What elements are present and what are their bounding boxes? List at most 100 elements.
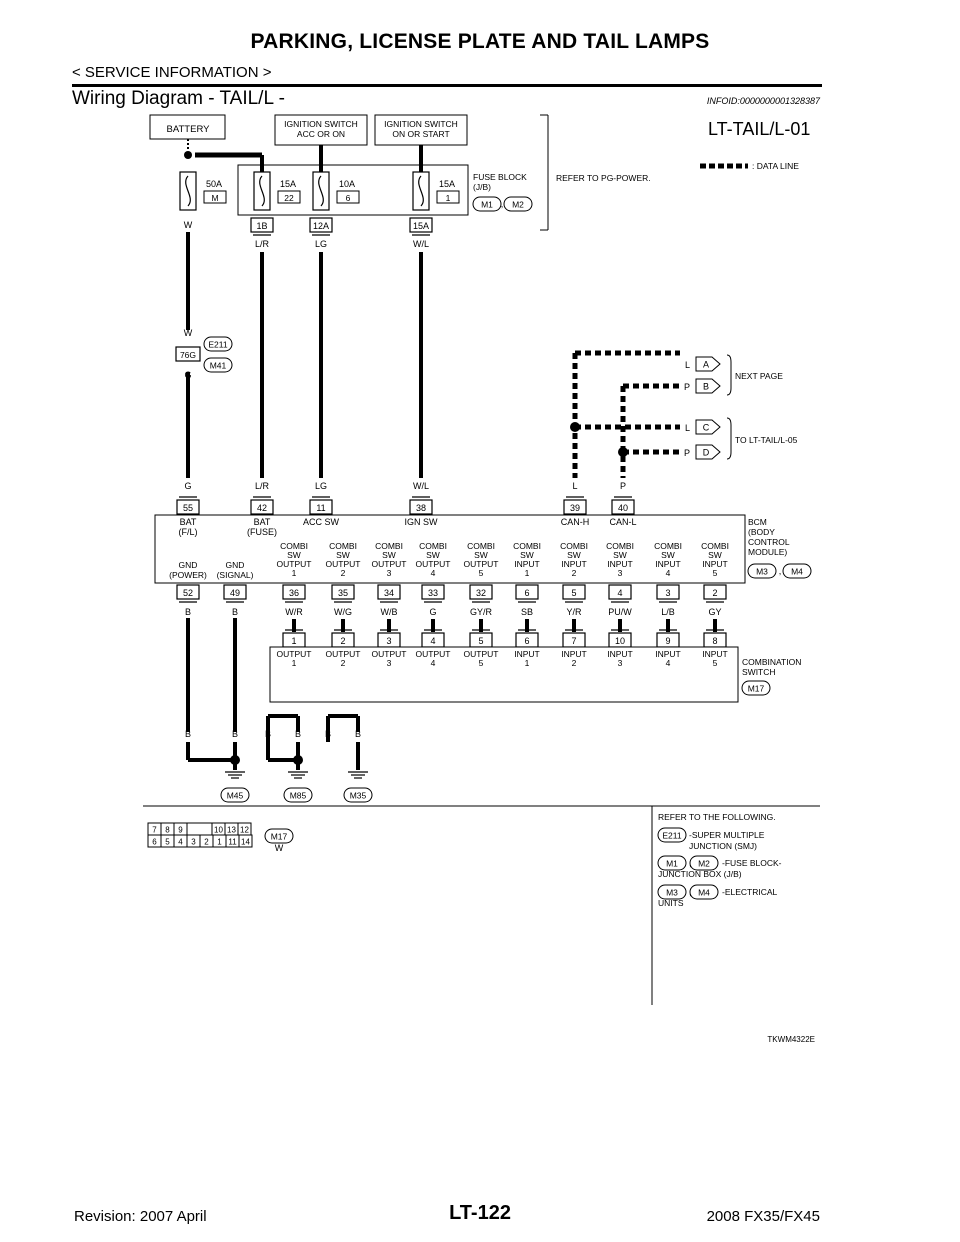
info-id: INFOID:0000000001328387 <box>706 96 820 106</box>
bcm-bottom-terminal <box>176 584 200 600</box>
connector-m17-face <box>264 828 294 844</box>
arrow-tag <box>695 419 721 435</box>
fuse-id-box <box>336 190 360 204</box>
fuse-element <box>418 175 424 207</box>
bcm-combi-label: SW <box>520 550 534 560</box>
to-tail05-label: TO LT-TAIL/L-05 <box>735 435 798 445</box>
battery-dot <box>184 151 192 159</box>
arrow-letter: D <box>703 448 710 458</box>
bcm-bottom-terminal <box>377 584 401 600</box>
connector-id: M41 <box>210 361 227 371</box>
ground-junction <box>230 755 240 765</box>
bcm-combi-label: 4 <box>666 568 671 578</box>
bcm-bottom-terminal <box>469 584 493 600</box>
wire-color: LG <box>315 239 327 249</box>
terminal-number: 2 <box>712 588 717 598</box>
bcm-label: BCM <box>748 517 767 527</box>
bcm-bottom-terminal <box>515 584 539 600</box>
refer-item-text: -ELECTRICAL <box>722 887 778 897</box>
bcm-combi-label: OUTPUT <box>464 559 499 569</box>
fuse-block-label: FUSE BLOCK <box>473 172 527 182</box>
refer-e211 <box>657 827 687 843</box>
connector-id: E211 <box>208 340 227 350</box>
terminal-number: 15A <box>413 221 429 231</box>
joint-terminal-box <box>175 346 201 362</box>
footer-model: 2008 FX35/FX45 <box>706 1208 820 1225</box>
connector-cell-label: 3 <box>191 838 196 847</box>
fuse-amperage: 15A <box>280 179 296 189</box>
bcm-combi-label: SW <box>382 550 396 560</box>
wire-color: B <box>185 729 191 739</box>
wire-color: W/G <box>334 607 352 617</box>
switch-pin-label: OUTPUT <box>416 649 451 659</box>
terminal-number: 5 <box>571 588 576 598</box>
connector-cell-label: 8 <box>165 826 170 835</box>
bcm-combi-label: COMBI <box>560 541 588 551</box>
connector-m35 <box>343 787 373 803</box>
bcm-bottom-terminal <box>331 584 355 600</box>
switch-pin-label: 5 <box>479 658 484 668</box>
refer-item-text: JUNCTION (SMJ) <box>689 841 757 851</box>
bcm-combi-label: SW <box>661 550 675 560</box>
connector-id: M4 <box>791 567 803 577</box>
next-page-brace <box>726 354 732 396</box>
bcm-combi-label: COMBI <box>654 541 682 551</box>
connector-id: M45 <box>227 791 244 801</box>
connector-id: M85 <box>290 791 307 801</box>
switch-pin-label: OUTPUT <box>326 649 361 659</box>
switch-pin-label: 2 <box>341 658 346 668</box>
switch-pin-label: INPUT <box>514 649 540 659</box>
connector-separator: , <box>689 858 692 868</box>
bcm-bottom-terminal <box>656 584 680 600</box>
fuse-id-box <box>203 190 227 204</box>
bcm-top-terminal <box>409 499 433 515</box>
connector-color: W <box>275 843 284 853</box>
bcm-pin-label: BAT <box>254 517 271 527</box>
bcm-combi-label: SW <box>336 550 350 560</box>
wire-color: P <box>684 382 690 392</box>
terminal-number: 6 <box>524 588 529 598</box>
fuse-block-frame <box>237 164 469 216</box>
fuse-amperage: 10A <box>339 179 355 189</box>
connector-id: M1 <box>666 859 678 869</box>
bcm-combi-label: SW <box>613 550 627 560</box>
wire-color: L/R <box>255 239 270 249</box>
footer-revision: Revision: 2007 April <box>74 1208 207 1225</box>
wire-color: B <box>325 729 331 739</box>
bcm-pin-label: BAT <box>180 517 197 527</box>
connector-cell-label: 11 <box>228 838 237 847</box>
bcm-top-terminal <box>309 499 333 515</box>
connector-m2 <box>503 196 533 212</box>
switch-pin-label: INPUT <box>561 649 587 659</box>
joint-terminal: 76G <box>180 350 196 360</box>
connector-id: M3 <box>666 888 678 898</box>
connector-id: E211 <box>662 831 681 841</box>
ign-on-label: ON OR START <box>392 129 449 139</box>
combination-switch-box <box>269 646 739 703</box>
fuse-terminal <box>250 217 274 233</box>
bcm-combi-label: SW <box>287 550 301 560</box>
connector-id: M2 <box>698 859 710 869</box>
arrow-tag <box>695 444 721 460</box>
bcm-pin-label: ACC SW <box>303 517 340 527</box>
switch-pin-label: OUTPUT <box>372 649 407 659</box>
connector-cell-label: 2 <box>204 838 209 847</box>
terminal-number: 55 <box>183 503 193 513</box>
connector-m1 <box>472 196 502 212</box>
switch-pin-label: OUTPUT <box>277 649 312 659</box>
wire-color: GY <box>708 607 721 617</box>
wire-color: B <box>185 607 191 617</box>
bcm-combi-label: INPUT <box>655 559 681 569</box>
fuse-id: 1 <box>446 193 451 203</box>
connector-separator: , <box>779 566 782 576</box>
breadcrumb[interactable]: < SERVICE INFORMATION > <box>72 64 272 81</box>
bcm-combi-label: OUTPUT <box>372 559 407 569</box>
connector-m17 <box>741 680 771 696</box>
terminal-number: 12A <box>313 221 329 231</box>
wire-color: W <box>184 220 193 230</box>
fuse-id: 22 <box>284 193 294 203</box>
bcm-combi-label: SW <box>426 550 440 560</box>
bcm-combi-label: OUTPUT <box>416 559 451 569</box>
bcm-combi-label: COMBI <box>419 541 447 551</box>
terminal-number: 4 <box>617 588 622 598</box>
